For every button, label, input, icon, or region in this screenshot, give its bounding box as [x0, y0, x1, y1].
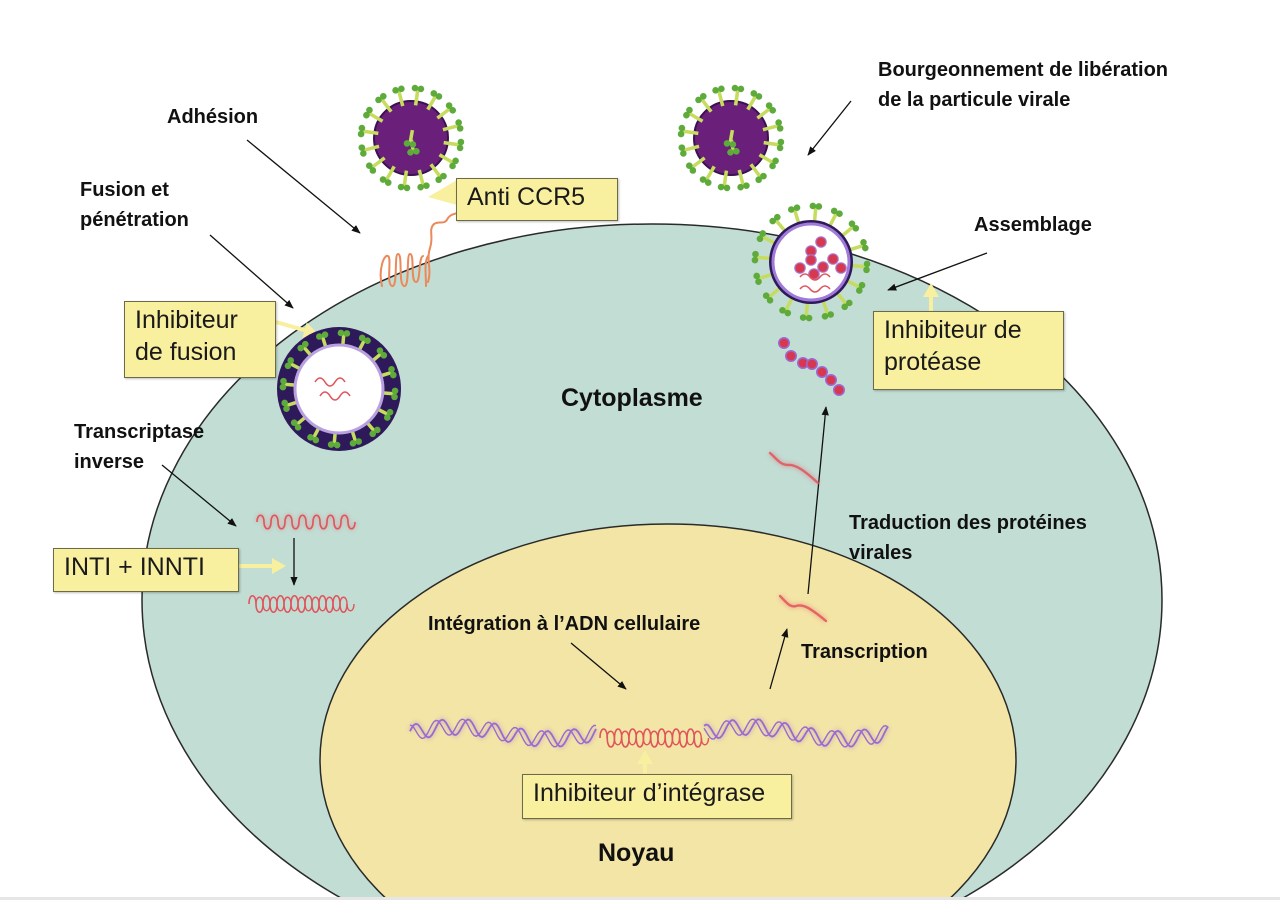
- drug-box-inti-innti: INTI + INNTI: [53, 548, 239, 592]
- drug-box-integrase-inhibitor: Inhibiteur d’intégrase: [522, 774, 792, 819]
- label-assembly: Assemblage: [974, 214, 1092, 236]
- drug-arrow-protease: [923, 283, 939, 311]
- label-budding-line2: de la particule virale: [878, 89, 1071, 111]
- arrow-fusion: [209, 234, 294, 309]
- region-label-nucleus: Noyau: [598, 839, 675, 867]
- cellular-dna-helix-icon: [407, 716, 891, 750]
- protease-inhibitor-line2: protéase: [884, 348, 982, 376]
- label-rt-line1: Transcriptase: [74, 421, 205, 443]
- arrow-assembly: [887, 252, 988, 291]
- arrows: [161, 100, 988, 690]
- label-fusion-penetration: Fusion et pénétration: [80, 175, 189, 235]
- label-fusion-line2: pénétration: [80, 209, 189, 231]
- protease-inhibitor-line1: Inhibiteur de: [884, 316, 1022, 344]
- region-label-cytoplasm: Cytoplasme: [561, 384, 703, 412]
- drug-arrow-anti-ccr5: [428, 180, 457, 205]
- label-adhesion: Adhésion: [167, 106, 259, 128]
- viral-rna-icon: [314, 377, 351, 401]
- label-fusion-line1: Fusion et: [80, 179, 169, 201]
- cellular-dna-left: [407, 716, 599, 750]
- label-integration: Intégration à l’ADN cellulaire: [428, 613, 701, 635]
- arrow-budding: [807, 100, 852, 156]
- virus-particle-assembling: [751, 202, 871, 322]
- label-rt-line2: inverse: [74, 451, 145, 473]
- fusion-inhibitor-line1: Inhibiteur: [135, 306, 238, 334]
- label-translation-line1: Traduction des protéines: [849, 512, 1087, 534]
- mrna-cytoplasm-icon: [768, 451, 820, 485]
- fusion-inhibitor-line2: de fusion: [135, 338, 237, 366]
- label-budding: Bourgeonnement de libération de la parti…: [878, 55, 1168, 115]
- arrow-integration: [570, 642, 627, 690]
- viral-dna-double-strand-icon: [248, 594, 355, 614]
- drug-box-protease-inhibitor: Inhibiteur de protéase: [873, 311, 1064, 390]
- ccr5-receptor-icon: [379, 207, 463, 288]
- label-budding-line1: Bourgeonnement de libération: [878, 59, 1169, 81]
- viral-polyprotein-chain-icon: [777, 336, 845, 396]
- virus-particle-free: [357, 84, 465, 192]
- viral-rna-strand-icon: [256, 514, 356, 530]
- drug-box-fusion-inhibitor: Inhibiteur de fusion: [124, 301, 276, 378]
- virus-particle-fusing: [277, 327, 401, 451]
- label-transcription: Transcription: [801, 641, 928, 663]
- arrow-translation: [807, 406, 829, 595]
- integrated-viral-dna: [599, 728, 710, 748]
- cell-nucleus: [319, 523, 1017, 905]
- drug-arrow-integrase: [637, 750, 653, 774]
- drug-arrows: [239, 180, 939, 774]
- label-translation: Traduction des protéines virales: [849, 508, 1087, 568]
- arrow-reverse-transcriptase: [161, 464, 237, 527]
- mrna-nucleus-icon: [778, 594, 828, 623]
- arrow-transcription: [769, 628, 789, 690]
- cellular-dna-right: [702, 716, 891, 749]
- virus-particle-released: [677, 84, 785, 192]
- page-bottom-edge: [0, 897, 1280, 900]
- label-reverse-transcriptase: Transcriptase inverse: [74, 417, 204, 477]
- viral-rna-icon: [799, 273, 831, 293]
- drug-arrow-inti: [239, 558, 286, 574]
- drug-box-anti-ccr5: Anti CCR5: [456, 178, 618, 221]
- arrow-adhesion: [246, 139, 361, 234]
- label-translation-line2: virales: [849, 542, 913, 564]
